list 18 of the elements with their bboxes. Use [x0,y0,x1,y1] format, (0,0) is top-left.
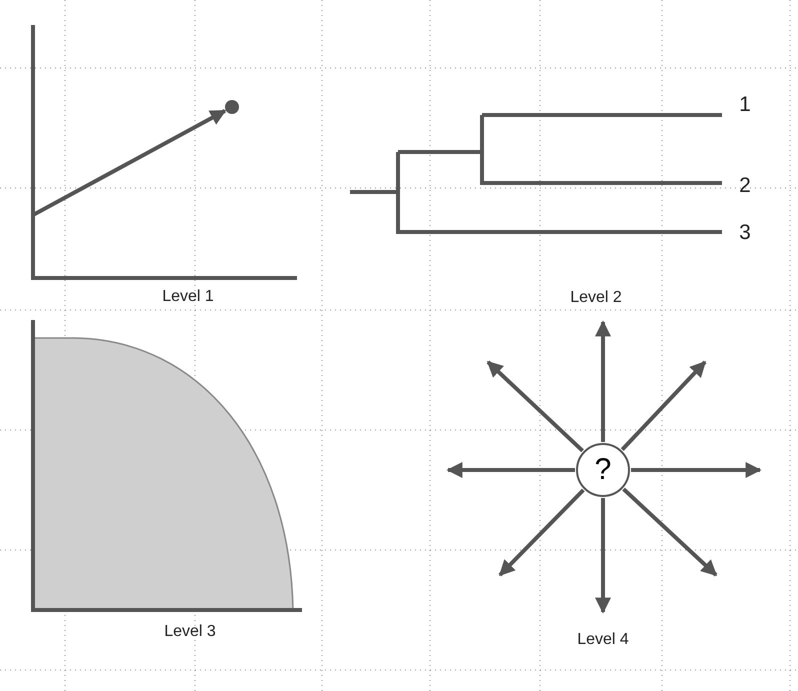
panel-caption: Level 1 [162,288,214,306]
arrow [486,360,584,452]
question-mark-circle: ? [576,443,630,497]
panel-caption: Level 2 [570,289,622,307]
panel-caption: Level 3 [164,623,216,641]
arrow [498,488,585,576]
arrow [595,498,611,614]
arrow [622,488,718,576]
arrow [631,462,762,478]
arrow [446,462,575,478]
data-point-dot [225,100,239,114]
arrow [620,360,706,452]
arrow [595,320,611,442]
leaf-number: 2 [739,174,751,198]
panel-caption: Level 4 [577,631,629,649]
leaf-number: 3 [739,221,751,245]
leaf-number: 1 [739,93,751,117]
arrow [32,109,226,217]
